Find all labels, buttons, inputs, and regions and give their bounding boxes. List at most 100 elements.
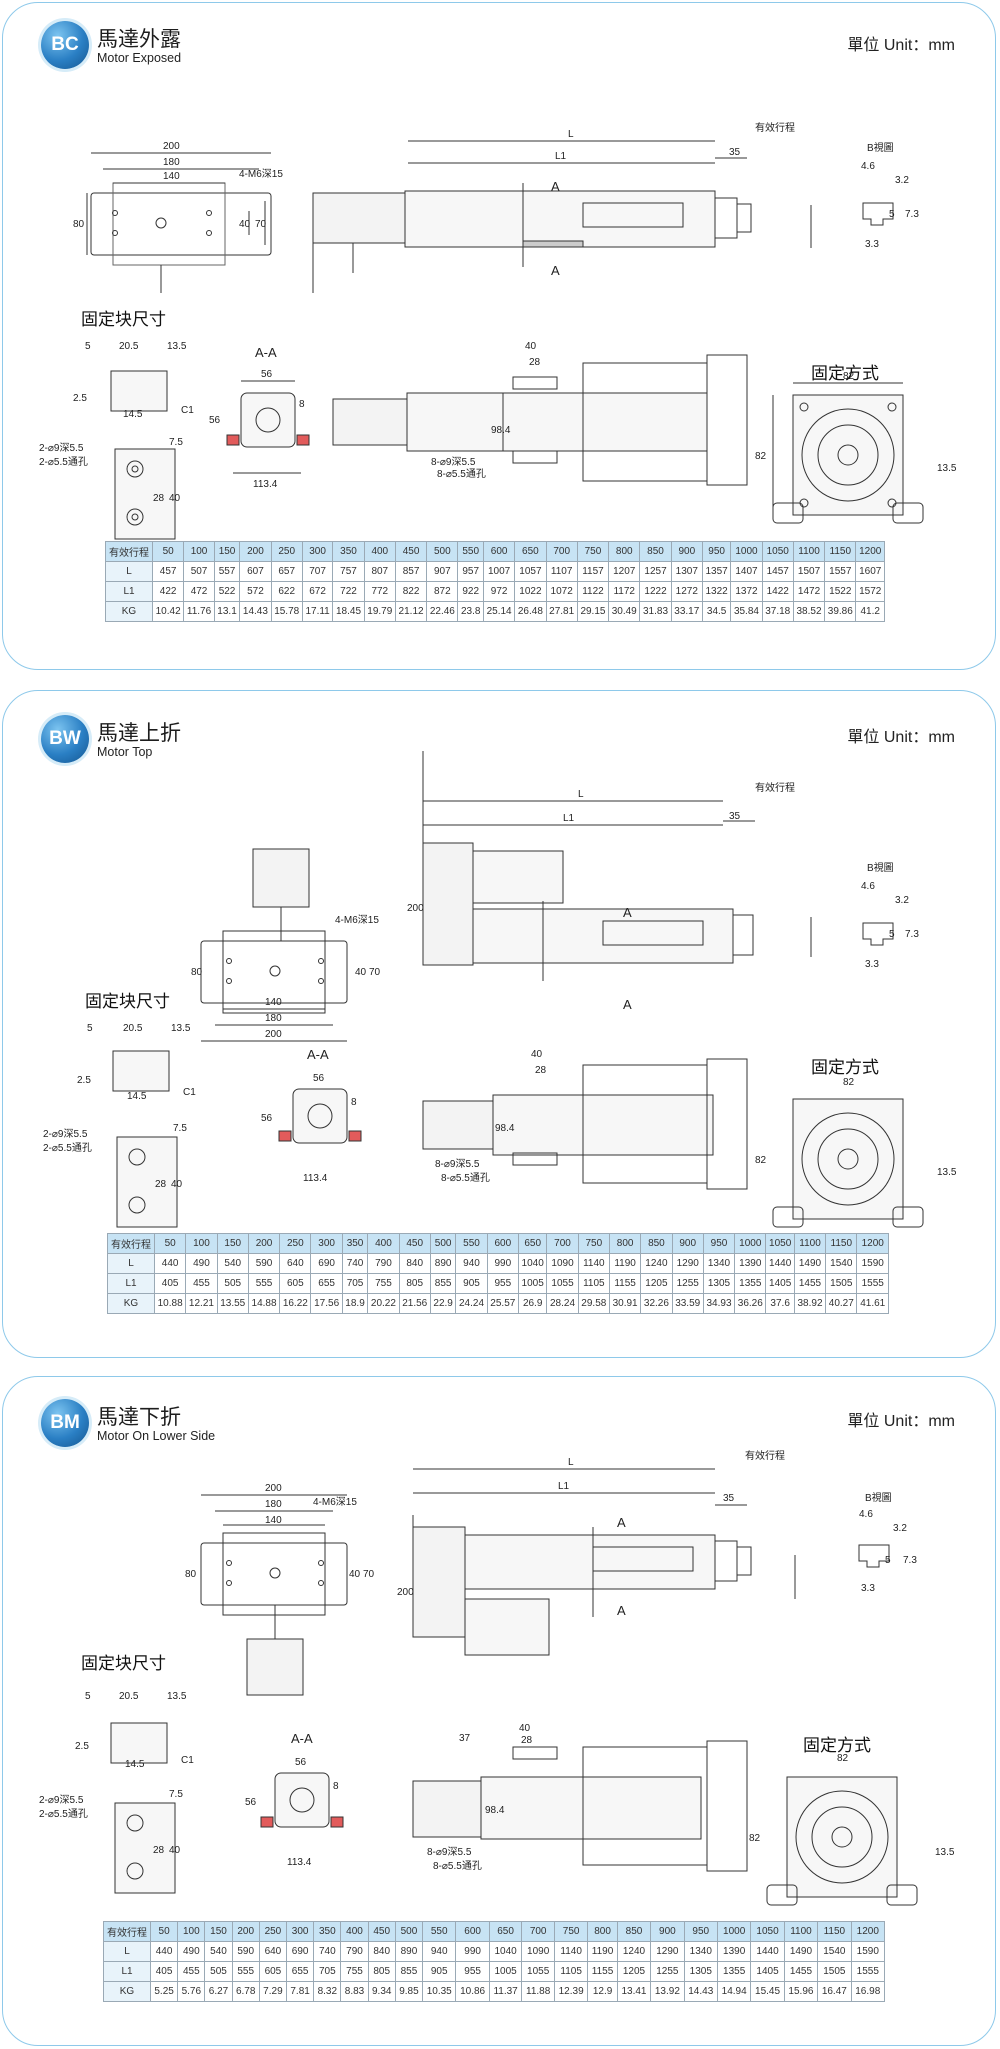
svg-text:8-⌀5.5通孔: 8-⌀5.5通孔 xyxy=(433,1860,482,1872)
value-cell: 23.8 xyxy=(457,601,484,622)
value-cell: 1590 xyxy=(856,1253,889,1274)
value-cell: 14.43 xyxy=(683,1981,718,2002)
value-cell: 10.88 xyxy=(153,1293,187,1314)
value-cell: 890 xyxy=(394,1941,424,1962)
value-cell: 572 xyxy=(239,581,272,602)
stroke-header-cell: 550 xyxy=(455,1233,488,1254)
section-title-cn: 馬達上折 xyxy=(97,722,181,745)
value-cell: 25.57 xyxy=(486,1293,519,1314)
dim-m6: 4-M6深15 xyxy=(239,168,283,180)
value-cell: 1155 xyxy=(608,1273,642,1294)
svg-text:140: 140 xyxy=(265,997,282,1008)
svg-text:14.5: 14.5 xyxy=(127,1091,147,1102)
svg-text:8-⌀5.5通孔: 8-⌀5.5通孔 xyxy=(437,468,486,480)
unit-label: 單位 Unit：mm xyxy=(847,37,955,54)
value-cell: 755 xyxy=(340,1961,369,1982)
svg-text:L: L xyxy=(568,1457,574,1468)
dim-80: 80 xyxy=(73,219,85,230)
svg-text:13.5: 13.5 xyxy=(935,1847,955,1858)
value-cell: 1190 xyxy=(608,1253,642,1274)
value-cell: 540 xyxy=(204,1941,233,1962)
value-cell: 34.93 xyxy=(702,1293,736,1314)
value-cell: 1505 xyxy=(817,1961,852,1982)
svg-text:56: 56 xyxy=(209,415,221,426)
value-cell: 590 xyxy=(247,1253,281,1274)
dim-70: 70 xyxy=(255,219,267,230)
value-cell: 1490 xyxy=(793,1253,827,1274)
value-cell: 905 xyxy=(455,1273,488,1294)
value-cell: 440 xyxy=(149,1941,179,1962)
svg-text:180: 180 xyxy=(265,1013,282,1024)
aa-section xyxy=(292,1088,348,1144)
value-cell: 1105 xyxy=(553,1961,589,1982)
value-cell: 790 xyxy=(340,1941,369,1962)
value-cell: 1305 xyxy=(702,1273,736,1294)
mount-title: 固定方式 xyxy=(803,1736,871,1755)
value-cell: 8.32 xyxy=(313,1981,342,2002)
dim-L: L xyxy=(568,129,574,140)
value-cell: 30.91 xyxy=(608,1293,642,1314)
motor-block xyxy=(252,848,310,908)
value-cell: 30.49 xyxy=(608,601,641,622)
value-cell: 1422 xyxy=(761,581,794,602)
stroke-header-cell: 1000 xyxy=(716,1921,752,1942)
svg-text:70: 70 xyxy=(369,967,381,978)
value-cell: 1355 xyxy=(734,1273,767,1294)
svg-text:2-⌀5.5通孔: 2-⌀5.5通孔 xyxy=(39,456,88,468)
value-cell: 755 xyxy=(367,1273,400,1294)
svg-text:A: A xyxy=(623,905,632,920)
stroke-header-cell: 250 xyxy=(279,1233,312,1254)
stroke-header-cell: 50 xyxy=(149,1921,179,1942)
value-cell: 640 xyxy=(279,1253,312,1274)
svg-text:3.2: 3.2 xyxy=(895,175,909,186)
stroke-header-cell: 800 xyxy=(608,541,641,562)
svg-text:35: 35 xyxy=(723,1493,735,1504)
value-cell: 15.96 xyxy=(783,1981,819,2002)
stroke-header-cell: 200 xyxy=(231,1921,260,1942)
svg-text:98.4: 98.4 xyxy=(495,1123,515,1134)
svg-text:3.3: 3.3 xyxy=(865,959,879,970)
stroke-header-cell: 850 xyxy=(640,1233,673,1254)
value-cell: 690 xyxy=(286,1941,315,1962)
svg-text:56: 56 xyxy=(245,1797,257,1808)
stroke-header-cell: 400 xyxy=(363,541,396,562)
value-cell: 522 xyxy=(213,581,241,602)
svg-text:14.5: 14.5 xyxy=(123,409,143,420)
svg-text:113.4: 113.4 xyxy=(287,1857,312,1868)
value-cell: 16.22 xyxy=(279,1293,312,1314)
value-cell: 1522 xyxy=(824,581,857,602)
value-cell: 1107 xyxy=(545,561,578,582)
svg-text:82: 82 xyxy=(755,451,767,462)
stroke-header-cell: 1150 xyxy=(817,1921,852,1942)
value-cell: 14.88 xyxy=(247,1293,281,1314)
drawing-bc: 200 180 140 80 40 70 4-M6深15 L L1 35 有效行… xyxy=(39,121,957,540)
value-cell: 490 xyxy=(185,1253,218,1274)
svg-text:7.5: 7.5 xyxy=(169,437,183,448)
value-cell: 7.81 xyxy=(286,1981,315,2002)
value-cell: 1155 xyxy=(587,1961,618,1982)
stroke-header-cell: 700 xyxy=(546,1233,579,1254)
svg-text:2-⌀5.5通孔: 2-⌀5.5通孔 xyxy=(43,1142,92,1154)
section-bw: BW 馬達上折 Motor Top 單位 Unit：mm 固定块尺寸 固定方式 xyxy=(2,690,996,1358)
section-mark-a2: A xyxy=(551,263,560,278)
section-title-cn: 馬達下折 xyxy=(97,1406,181,1429)
value-cell: 705 xyxy=(313,1961,342,1982)
stroke-header-cell: 350 xyxy=(313,1921,342,1942)
section-code-badge: BC xyxy=(41,21,89,69)
value-cell: 857 xyxy=(394,561,428,582)
value-cell: 1040 xyxy=(517,1253,548,1274)
stroke-header-cell: 650 xyxy=(514,541,547,562)
stroke-header-cell: 200 xyxy=(239,541,272,562)
svg-text:28: 28 xyxy=(153,1845,165,1856)
value-cell: 1555 xyxy=(856,1273,889,1294)
value-cell: 940 xyxy=(422,1941,457,1962)
value-cell: 455 xyxy=(185,1273,218,1294)
value-cell: 757 xyxy=(332,561,365,582)
value-cell: 26.9 xyxy=(517,1293,548,1314)
stroke-header-cell: 1200 xyxy=(856,1233,889,1254)
svg-text:4-M6深15: 4-M6深15 xyxy=(335,914,379,926)
value-cell: 11.76 xyxy=(183,601,215,622)
svg-text:28: 28 xyxy=(521,1735,533,1746)
